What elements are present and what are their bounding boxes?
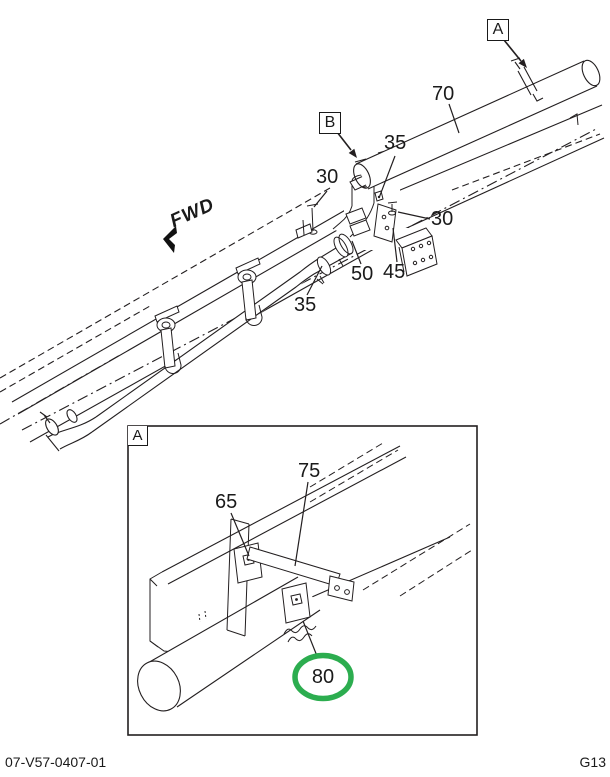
detail-view-a-marker: A xyxy=(128,426,148,446)
document-number: 07-V57-0407-01 xyxy=(5,754,107,770)
view-marker-arrows xyxy=(336,39,527,158)
callout-80-highlighted: 80 xyxy=(311,666,335,688)
exhaust-pipe-70 xyxy=(353,59,601,190)
view-marker-a: A xyxy=(487,19,509,41)
highlight-ellipse-80 xyxy=(292,652,354,702)
callout-45: 45 xyxy=(383,261,406,283)
callout-70: 70 xyxy=(432,83,455,105)
exhaust-pipe-50 xyxy=(39,236,355,452)
callout-35-lower: 35 xyxy=(294,294,317,316)
page-code: G13 xyxy=(579,754,606,770)
callout-30-right: 30 xyxy=(431,208,454,230)
callout-75: 75 xyxy=(298,460,321,482)
detail-view-a xyxy=(127,425,478,736)
callout-65: 65 xyxy=(215,491,238,513)
callout-50: 50 xyxy=(351,263,374,285)
pipe-hanger-brackets xyxy=(154,257,263,375)
callout-leaders xyxy=(306,103,460,296)
callout-35-upper: 35 xyxy=(384,132,407,154)
fwd-arrow-icon xyxy=(163,226,177,253)
callout-30-left: 30 xyxy=(316,166,339,188)
view-marker-b: B xyxy=(319,112,341,134)
